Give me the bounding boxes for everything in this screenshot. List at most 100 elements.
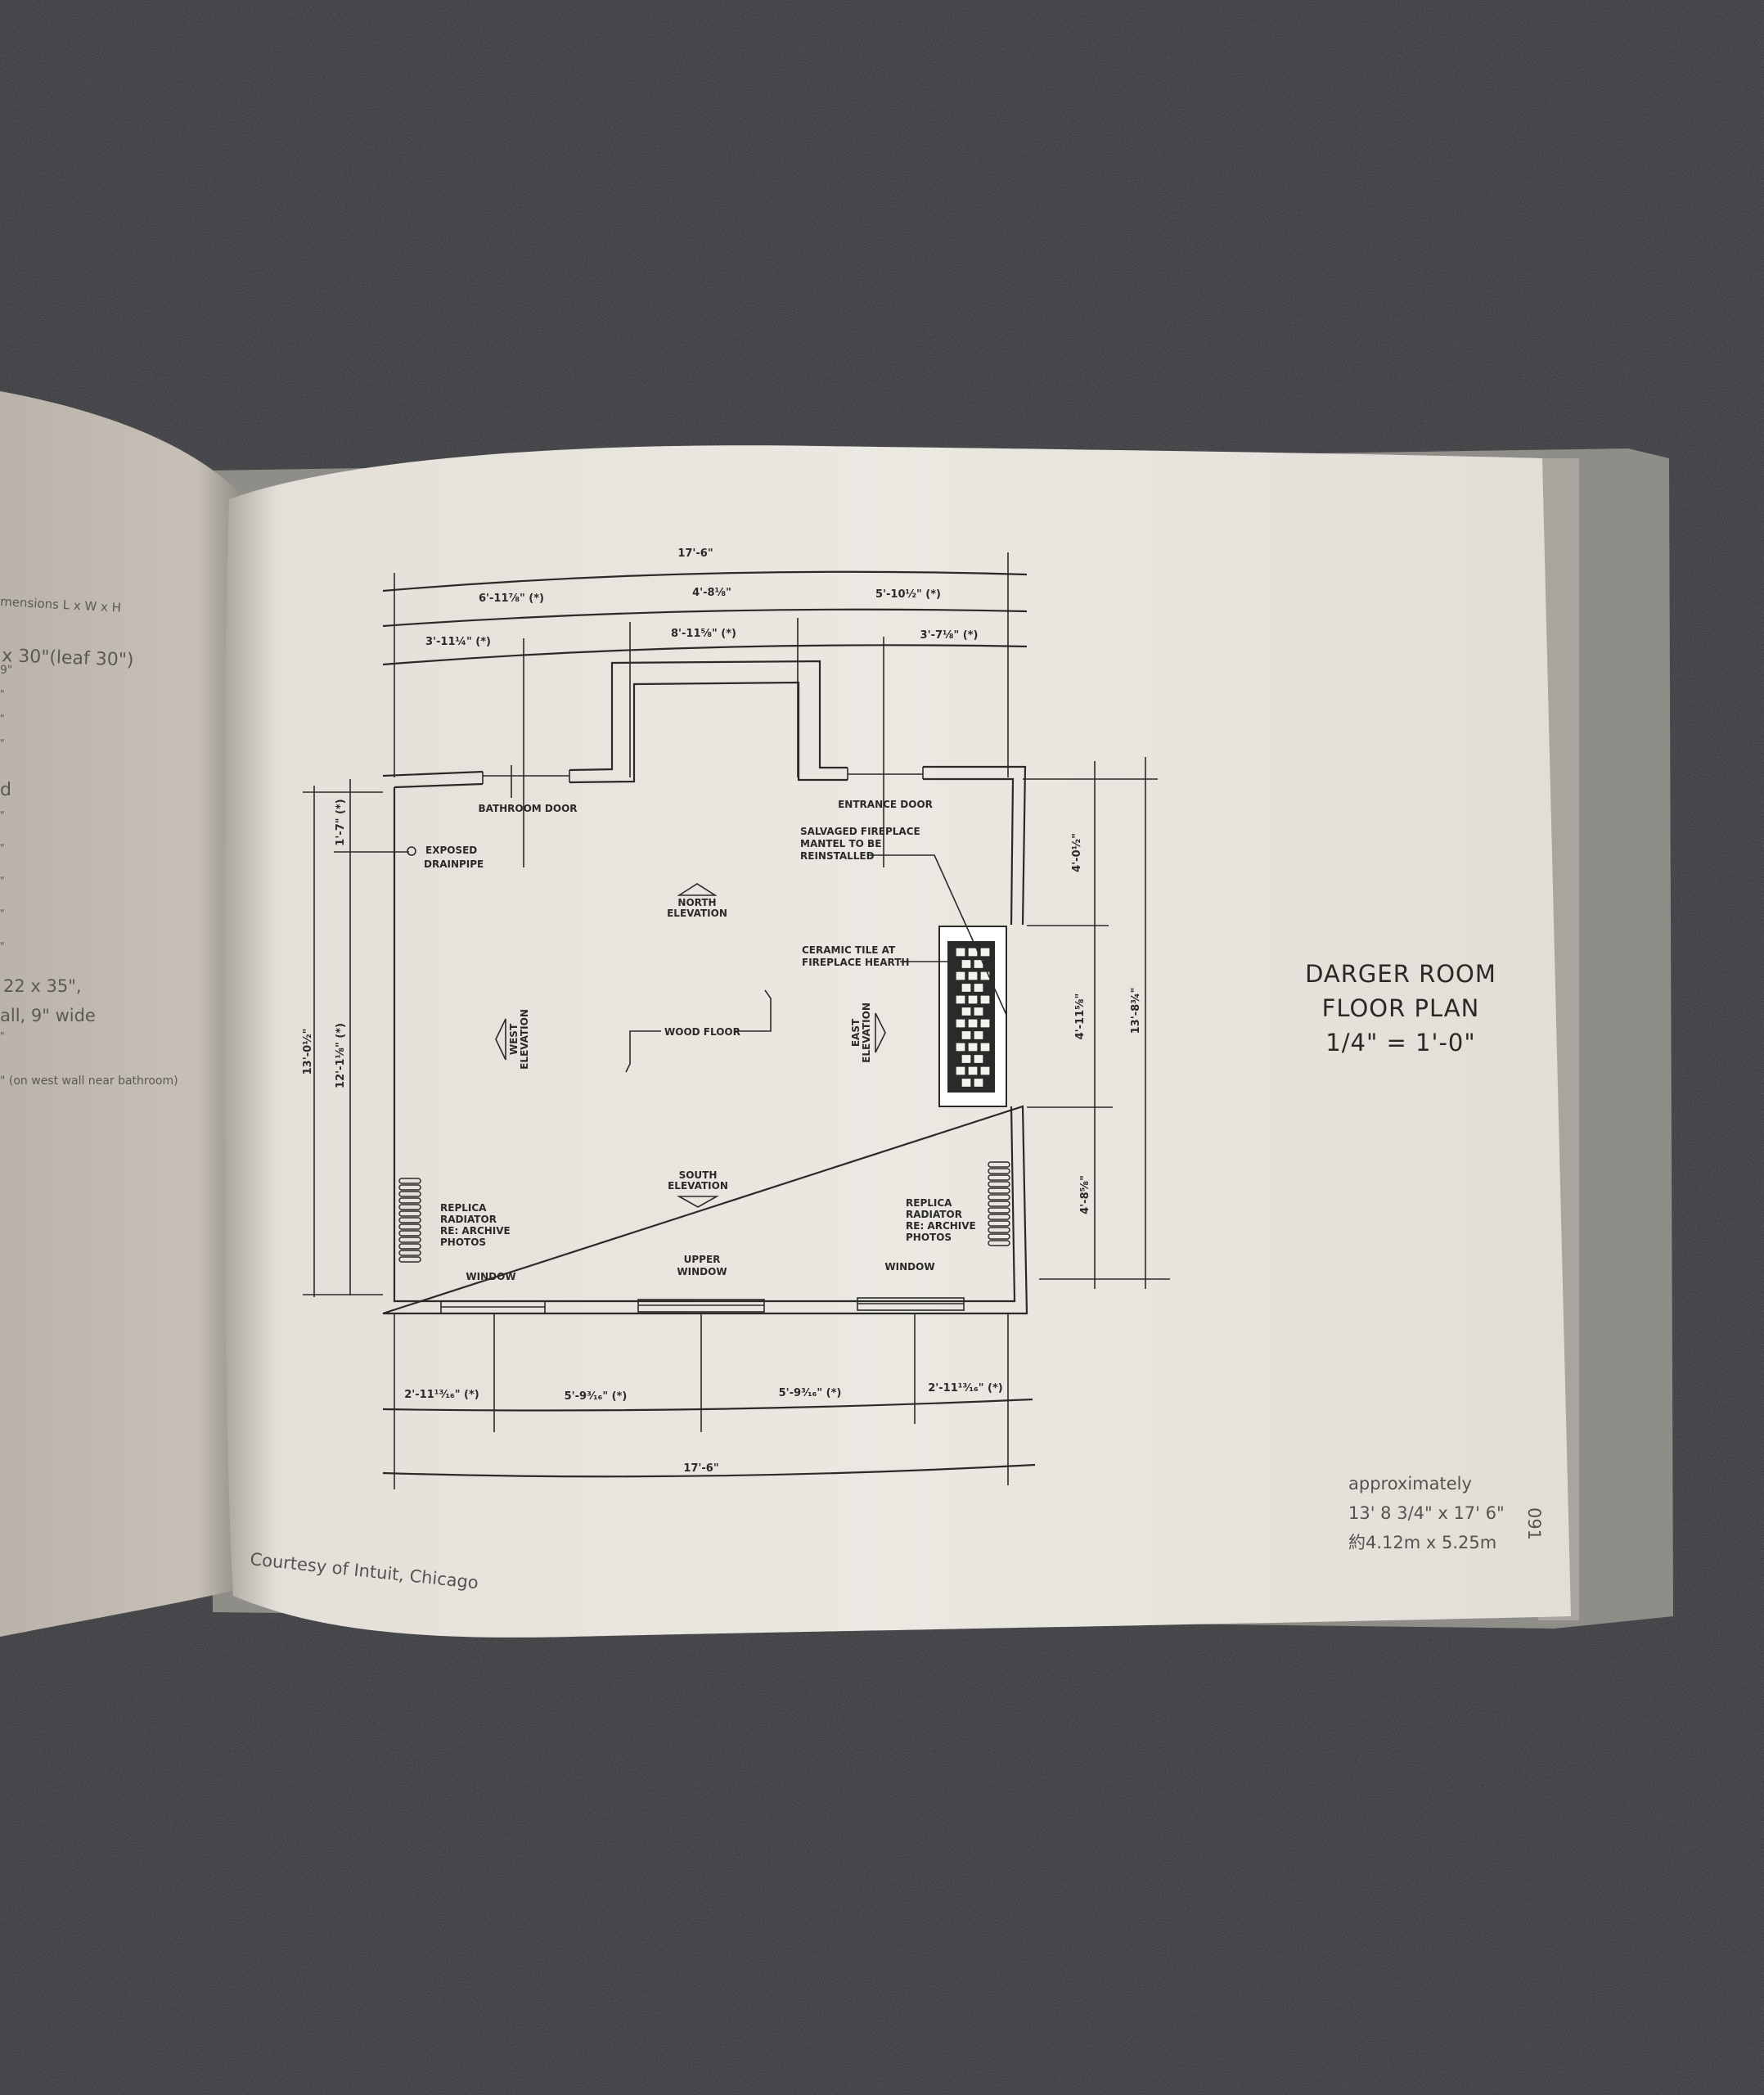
south-elevation-label: SOUTH xyxy=(679,1169,718,1181)
size-note-line: approximately xyxy=(1348,1474,1472,1494)
bathroom-door-label: BATHROOM DOOR xyxy=(478,803,577,814)
drainpipe-label: DRAINPIPE xyxy=(424,858,484,870)
mantel-label: REINSTALLED xyxy=(800,850,875,862)
tile xyxy=(979,947,991,957)
north-elevation-marker xyxy=(677,883,718,896)
radiator-label: RE: ARCHIVE xyxy=(440,1225,511,1237)
radiator-coil xyxy=(398,1230,421,1237)
east-elevation-label: EAST xyxy=(850,1018,862,1047)
dim-left-main: 12'-1⅛" (*) xyxy=(335,1023,347,1088)
fireplace-hearth xyxy=(938,926,1007,1107)
radiator-east-label: REPLICA RADIATOR RE: ARCHIVE PHOTOS xyxy=(906,1197,976,1243)
dim-right-overall: 13'-8¾" xyxy=(1130,988,1142,1034)
tile xyxy=(979,1042,991,1052)
left-text-line: d xyxy=(0,780,11,800)
page-number: 091 xyxy=(1524,1507,1544,1540)
radiator-label: REPLICA xyxy=(906,1197,952,1209)
left-text-line: " (on west wall near bathroom) xyxy=(0,1075,178,1088)
tile xyxy=(961,1006,972,1017)
tile xyxy=(961,958,972,970)
upper-window-label: UPPER xyxy=(684,1254,721,1265)
radiator-west xyxy=(398,1178,421,1263)
radiator-coil xyxy=(988,1174,1010,1181)
tile xyxy=(967,1018,979,1029)
radiator-coil xyxy=(988,1194,1010,1201)
tile xyxy=(955,1066,966,1076)
radiator-coil xyxy=(988,1187,1010,1194)
tile xyxy=(973,1029,984,1041)
east-elevation-marker xyxy=(875,1012,886,1053)
caption-subtitle: FLOOR PLAN xyxy=(1322,994,1480,1022)
radiator-coil xyxy=(988,1220,1010,1227)
plan-labels: BATHROOM DOOR ENTRANCE DOOR EXPOSED DRAI… xyxy=(424,765,1007,1282)
left-text-line: " xyxy=(0,713,5,724)
radiator-coil xyxy=(988,1201,1010,1207)
radiator-coil xyxy=(988,1181,1010,1187)
radiator-coil xyxy=(988,1240,1010,1246)
left-text-line: " xyxy=(0,842,5,854)
radiator-coil xyxy=(398,1250,421,1256)
tile xyxy=(979,971,991,981)
tile xyxy=(967,1066,979,1076)
plan-caption: DARGER ROOM FLOOR PLAN 1/4" = 1'-0" xyxy=(1305,960,1496,1057)
radiator-east xyxy=(988,1161,1010,1246)
radiator-label: RADIATOR xyxy=(440,1214,497,1225)
left-text-line: 22 x 35", xyxy=(3,976,82,996)
radiator-coil xyxy=(988,1227,1010,1233)
radiator-label: RADIATOR xyxy=(906,1209,962,1220)
hearth-label: FIREPLACE HEARTH xyxy=(802,957,909,968)
left-text-line: " xyxy=(0,809,5,821)
window-label: WINDOW xyxy=(884,1261,934,1273)
radiator-coil xyxy=(988,1161,1010,1168)
floor-plan: 17'-6" 6'-11⅞" (*) 4'-8⅛" 5'-10½" (*) 3'… xyxy=(302,547,1170,1489)
left-page-text: mensions L x W x H x 30"(leaf 30") 9" " … xyxy=(0,594,178,1088)
west-elevation-label: ELEVATION xyxy=(519,1009,530,1070)
tile xyxy=(979,1018,991,1029)
radiator-coil xyxy=(398,1197,421,1204)
size-note: approximately 13' 8 3/4" x 17' 6" 約4.12m… xyxy=(1348,1474,1505,1552)
radiator-coil xyxy=(398,1243,421,1250)
dim-right-segment: 4'-0½" xyxy=(1071,833,1083,872)
size-note-line: 13' 8 3/4" x 17' 6" xyxy=(1348,1503,1505,1523)
radiator-coil xyxy=(398,1210,421,1217)
tile xyxy=(961,1053,972,1065)
tile xyxy=(973,1053,984,1065)
left-text-line: " xyxy=(0,737,5,749)
dim-top-row3: 3'-7⅛" (*) xyxy=(920,629,979,642)
tile xyxy=(967,1042,979,1052)
radiator-coil xyxy=(988,1214,1010,1220)
dim-top-row2: 5'-10½" (*) xyxy=(875,588,941,601)
radiator-coil xyxy=(398,1184,421,1191)
windows xyxy=(440,1297,965,1314)
dim-bottom-segment: 5'-9³⁄₁₆" (*) xyxy=(779,1387,842,1399)
tile xyxy=(973,1006,984,1017)
tile xyxy=(979,1066,991,1076)
drainpipe-symbol xyxy=(407,846,416,856)
left-text-line: " xyxy=(0,940,5,952)
dim-right-segment: 4'-8⅝" xyxy=(1079,1175,1091,1214)
dim-left-top: 1'-7" (*) xyxy=(335,799,347,845)
radiator-coil xyxy=(398,1223,421,1230)
dim-left-overall: 13'-0½" xyxy=(302,1029,314,1075)
radiator-label: PHOTOS xyxy=(906,1232,952,1243)
caption-title: DARGER ROOM xyxy=(1305,960,1496,988)
right-dimensions: 4'-0½" 4'-11⅝" 4'-8⅝" 13'-8¾" xyxy=(1023,757,1170,1289)
east-elevation-label: ELEVATION xyxy=(861,1002,872,1063)
radiator-coil xyxy=(988,1168,1010,1174)
wood-floor-label: WOOD FLOOR xyxy=(664,1026,740,1038)
dim-top-overall: 17'-6" xyxy=(677,547,713,560)
dim-bottom-segment: 2'-11¹³⁄₁₆" (*) xyxy=(928,1382,1002,1394)
dim-bottom-segment: 5'-9³⁄₁₆" (*) xyxy=(565,1390,628,1403)
hearth-label: CERAMIC TILE AT xyxy=(802,944,896,956)
radiator-coil xyxy=(398,1256,421,1263)
south-elevation-label: ELEVATION xyxy=(668,1180,728,1192)
radiator-coil xyxy=(398,1217,421,1223)
left-dimensions: 13'-0½" 1'-7" (*) 12'-1⅛" (*) xyxy=(302,779,409,1297)
tile xyxy=(955,1042,966,1052)
left-text-line: " xyxy=(0,875,5,886)
dim-top-row2: 4'-8⅛" xyxy=(692,587,731,599)
radiator-label: REPLICA xyxy=(440,1202,487,1214)
radiator-coil xyxy=(398,1237,421,1243)
tile xyxy=(961,982,972,993)
